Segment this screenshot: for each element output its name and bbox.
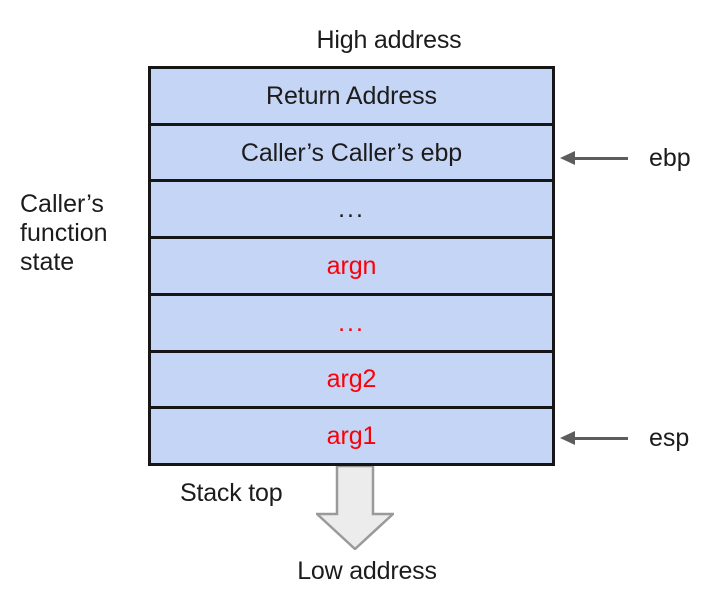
stack-row-arg1: arg1: [151, 409, 552, 464]
left-arrow-icon: [560, 430, 628, 446]
stack-row-arg2: arg2: [151, 352, 552, 410]
stack-top-label: Stack top: [180, 479, 283, 507]
stack-row-return-address: Return Address: [151, 69, 552, 126]
caller-state-line-1: Caller’s: [20, 190, 104, 218]
stack-row-argn: argn: [151, 239, 552, 296]
esp-pointer: esp: [560, 425, 689, 451]
esp-label: esp: [649, 424, 690, 452]
stack-row-callers-callers-ebp: Caller’s Caller’s ebp: [151, 125, 552, 183]
ebp-pointer: ebp: [560, 145, 691, 171]
caller-function-state-label: Caller’s function state: [20, 190, 145, 277]
low-address-label: Low address: [297, 557, 437, 585]
ebp-label: ebp: [649, 144, 691, 172]
left-arrow-icon: [560, 150, 628, 166]
caller-state-line-2: function: [20, 219, 108, 247]
stack-row-ellipsis-upper: ...: [151, 182, 552, 240]
stack-box: Return Address Caller’s Caller’s ebp ...…: [148, 66, 555, 466]
caller-state-line-3: state: [20, 248, 75, 276]
stack-growth-down-arrow-icon: [316, 466, 394, 550]
high-address-label: High address: [316, 26, 462, 54]
stack-row-ellipsis-args: ...: [151, 295, 552, 353]
